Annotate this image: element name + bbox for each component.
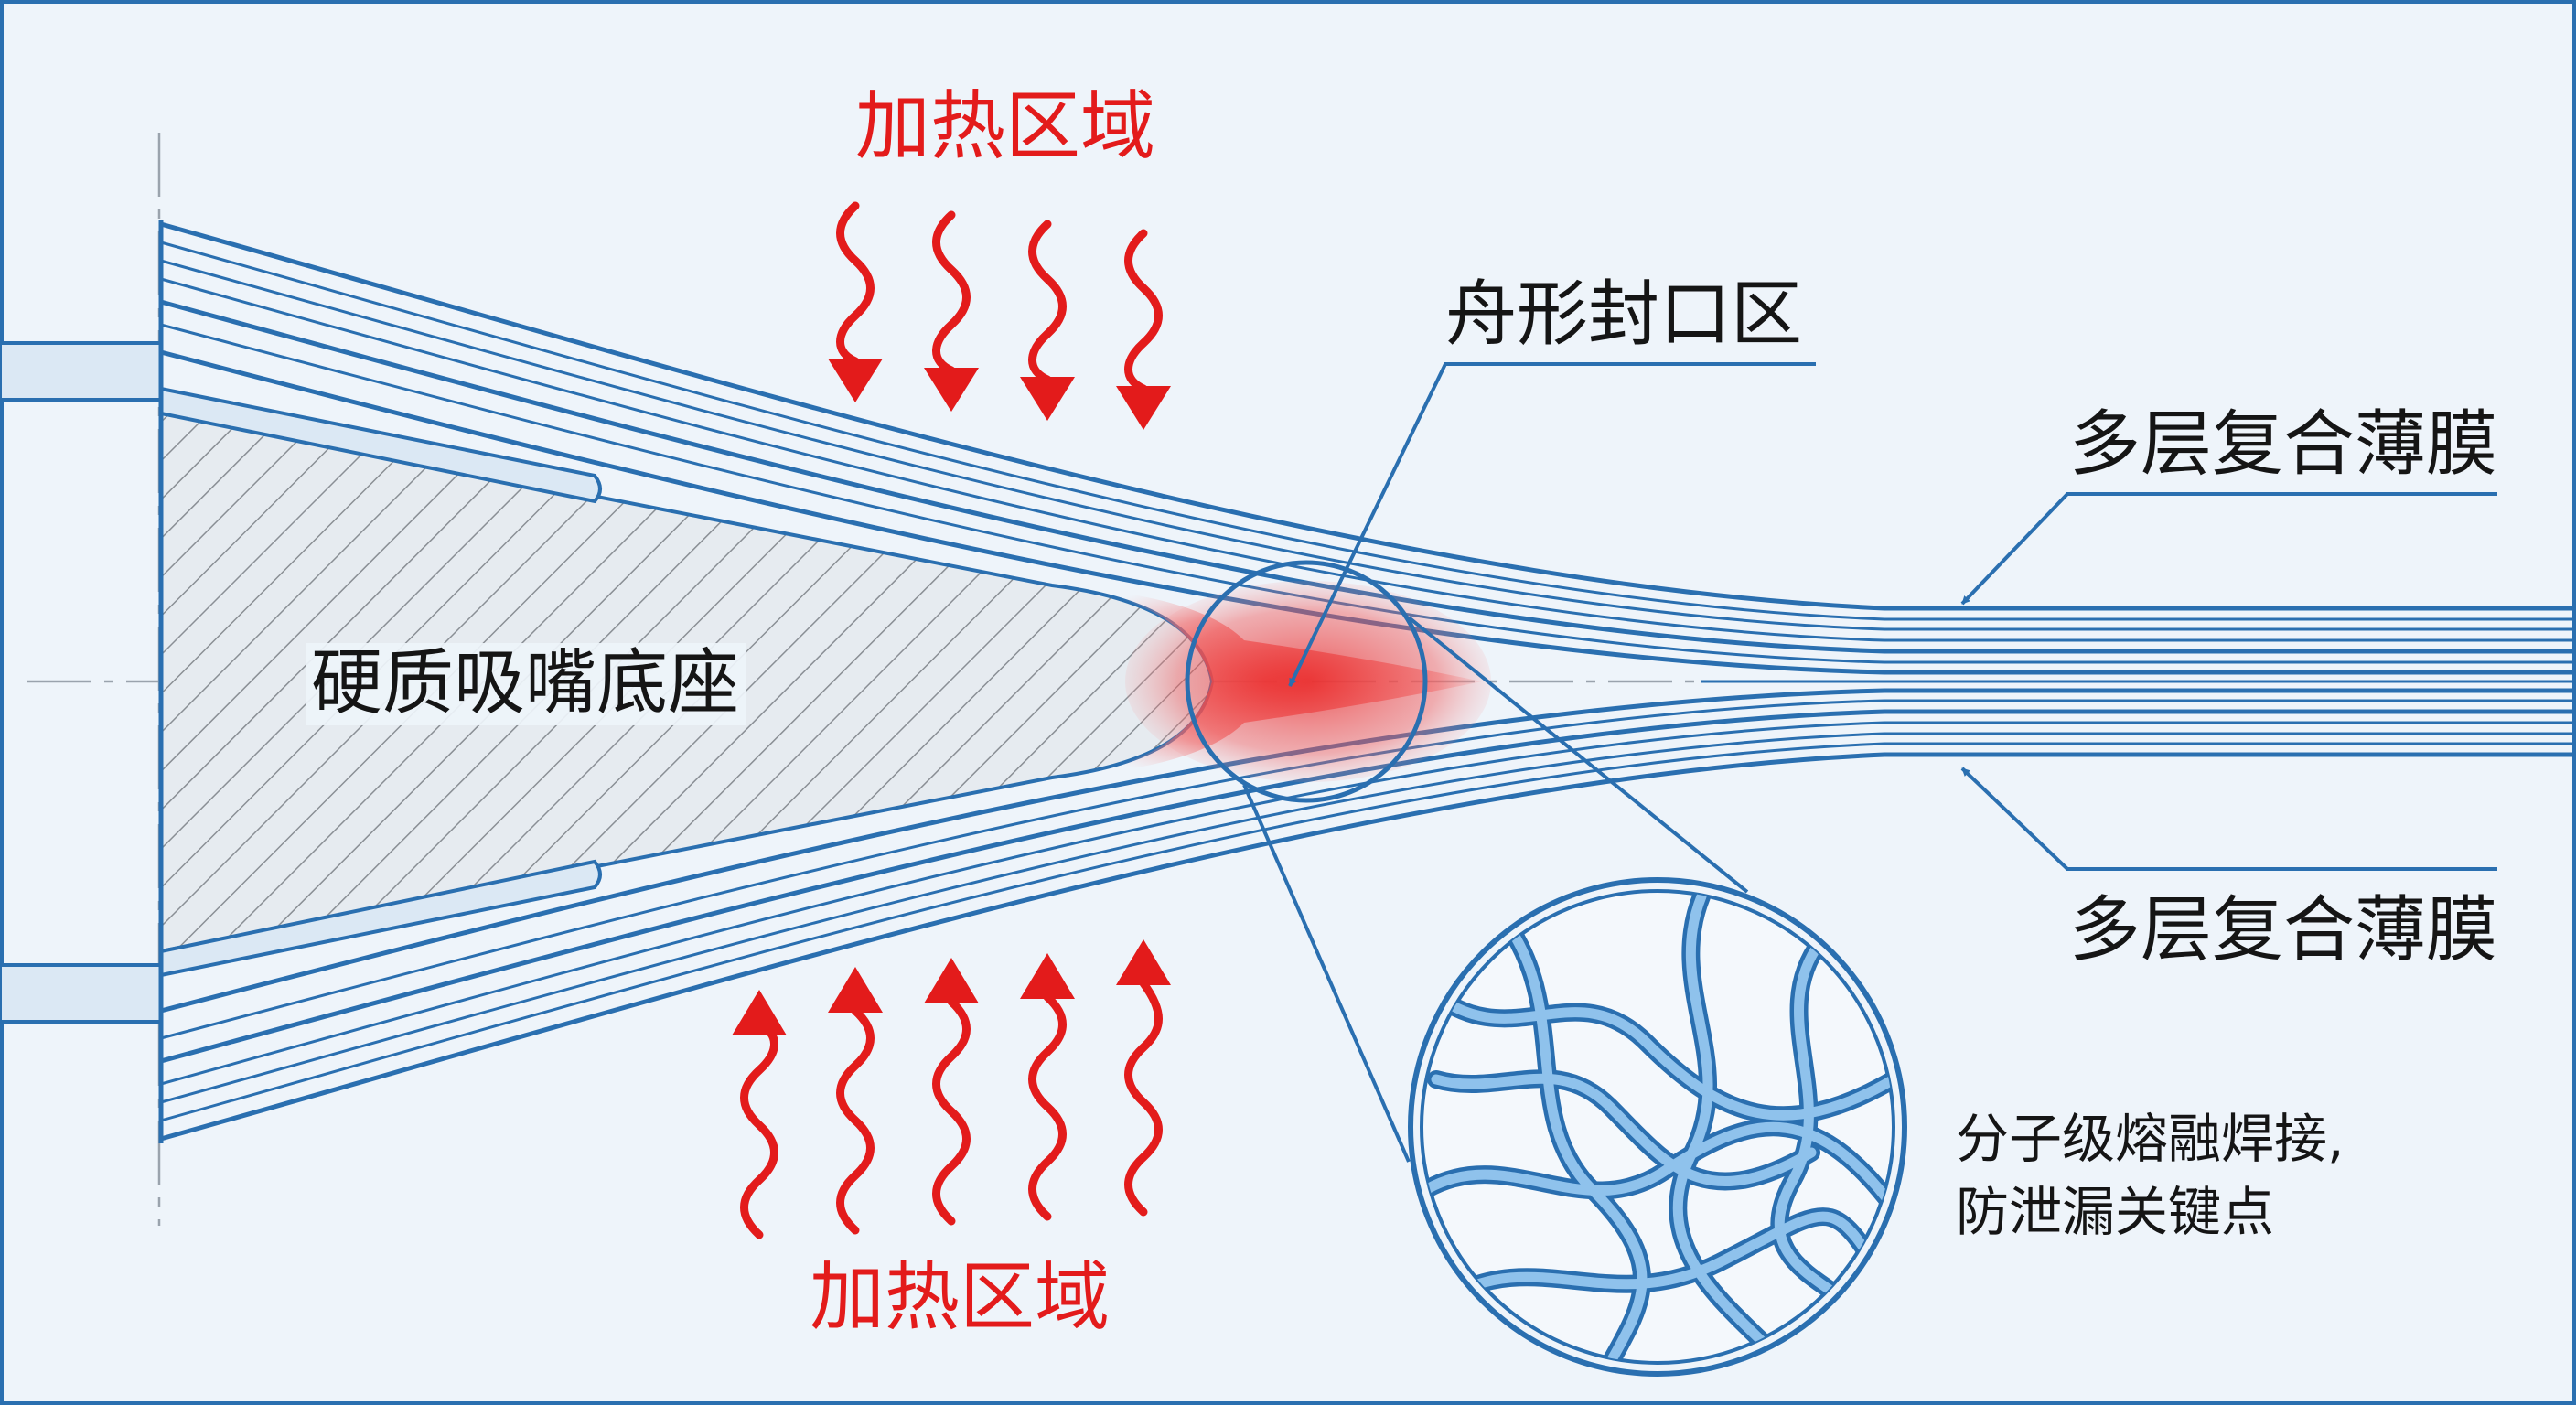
boat-seal-label: 舟形封口区 <box>1445 273 1803 356</box>
molecular-detail <box>1408 877 1907 1377</box>
base-label-backing <box>306 643 746 725</box>
heat-arrows-bottom <box>740 979 1163 1239</box>
film-label-top: 多层复合薄膜 <box>2069 403 2498 486</box>
leader-lines <box>1288 362 2497 871</box>
film-layers-bottom <box>160 688 2576 1142</box>
spout-channels <box>159 386 602 978</box>
seal-focus-circle <box>1185 560 1428 803</box>
heat-arrows-top <box>836 201 1163 393</box>
zoom-connectors <box>1242 616 1749 1163</box>
weld-note-line1: 分子级熔融焊接, <box>1956 1108 2345 1170</box>
film-layers-top <box>160 221 2576 675</box>
seal-heat-glow <box>1125 581 1491 782</box>
heat-arrowheads-bottom <box>732 939 1171 1035</box>
heating-zone-label-bottom: 加热区域 <box>810 1254 1111 1341</box>
spout-base-label: 硬质吸嘴底座 <box>311 642 740 724</box>
leader-boat-seal <box>1288 362 1816 687</box>
film-label-bottom: 多层复合薄膜 <box>2069 889 2498 971</box>
heat-arrowheads-top <box>828 359 1171 430</box>
heating-zone-label-top: 加热区域 <box>855 83 1156 170</box>
leader-film-top <box>1960 492 2497 606</box>
leader-film-bottom <box>1960 767 2497 871</box>
weld-note-line2: 防泄漏关键点 <box>1956 1181 2275 1244</box>
weld-note: 分子级熔融焊接, 防泄漏关键点 <box>1956 1102 2431 1249</box>
